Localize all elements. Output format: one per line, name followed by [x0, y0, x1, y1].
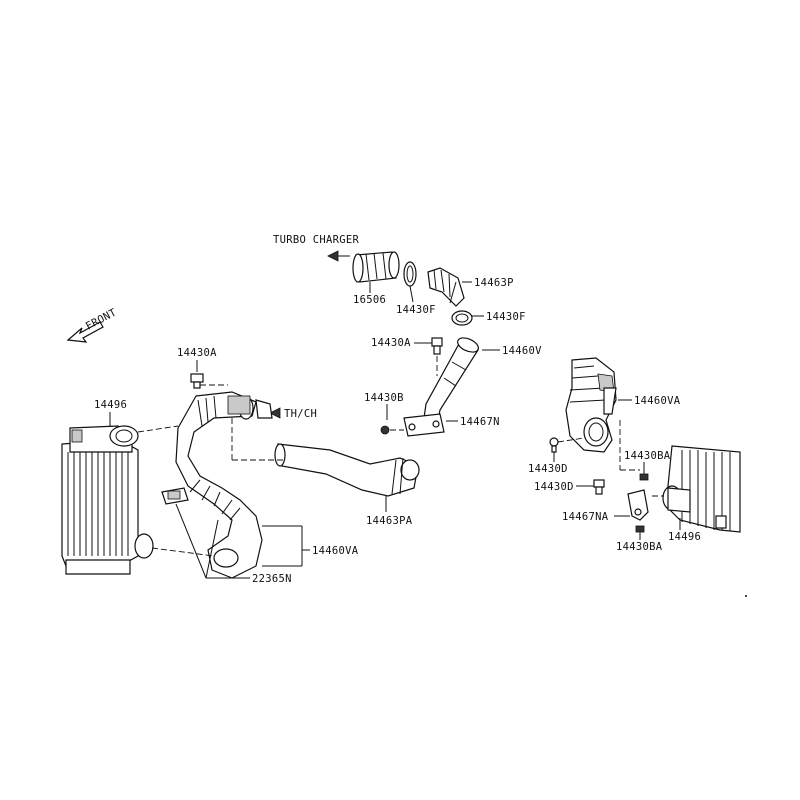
part-14467N — [403, 413, 445, 437]
part-14430F-top — [403, 261, 417, 287]
bolt-icon — [431, 337, 443, 355]
label-14430A-mid: 14430A — [371, 337, 411, 349]
label-14430BA-b: 14430BA — [616, 541, 663, 553]
part-14460VA-right — [565, 357, 617, 453]
front-label: FRONT — [84, 306, 119, 332]
part-22365N — [161, 487, 189, 505]
bolt-icon — [190, 373, 204, 389]
part-14460V — [423, 337, 479, 421]
label-14496-left: 14496 — [94, 399, 127, 411]
label-22365N: 22365N — [252, 573, 292, 585]
label-14460V: 14460V — [502, 345, 542, 357]
label-14430F-top: 14430F — [396, 304, 436, 316]
part-14430F-right — [451, 310, 473, 326]
bolt-icon — [380, 425, 390, 435]
part-14496-left — [61, 425, 154, 575]
dot-mark — [745, 595, 747, 597]
th-ch-label: TH/CH — [284, 408, 317, 420]
label-16506: 16506 — [353, 294, 386, 306]
turbo-charger-label: TURBO CHARGER — [273, 234, 359, 246]
label-14463P: 14463P — [474, 277, 514, 289]
label-14496-right: 14496 — [668, 531, 701, 543]
bolt-icon — [639, 473, 649, 481]
label-14463PA: 14463PA — [366, 515, 413, 527]
label-14430BA-a: 14430BA — [624, 450, 671, 462]
label-14460VA-right: 14460VA — [634, 395, 681, 407]
part-14460VA-left — [175, 391, 273, 579]
part-16506 — [352, 251, 400, 283]
label-14467N: 14467N — [460, 416, 500, 428]
label-14430F-right: 14430F — [486, 311, 526, 323]
label-14430B: 14430B — [364, 392, 404, 404]
part-14463P — [427, 267, 465, 307]
label-14467NA: 14467NA — [562, 511, 609, 523]
part-14463PA — [274, 443, 420, 497]
bolt-icon — [635, 525, 645, 533]
front-arrow-icon — [66, 321, 104, 343]
label-14430A-left: 14430A — [177, 347, 217, 359]
label-14430D-b: 14430D — [534, 481, 574, 493]
bolt-icon — [549, 437, 559, 453]
turbo-arrow-icon — [327, 250, 350, 262]
bolt-icon — [593, 479, 605, 495]
label-14430D-a: 14430D — [528, 463, 568, 475]
part-14496-right — [662, 445, 741, 533]
part-14467NA — [627, 489, 649, 521]
label-14460VA-left: 14460VA — [312, 545, 359, 557]
